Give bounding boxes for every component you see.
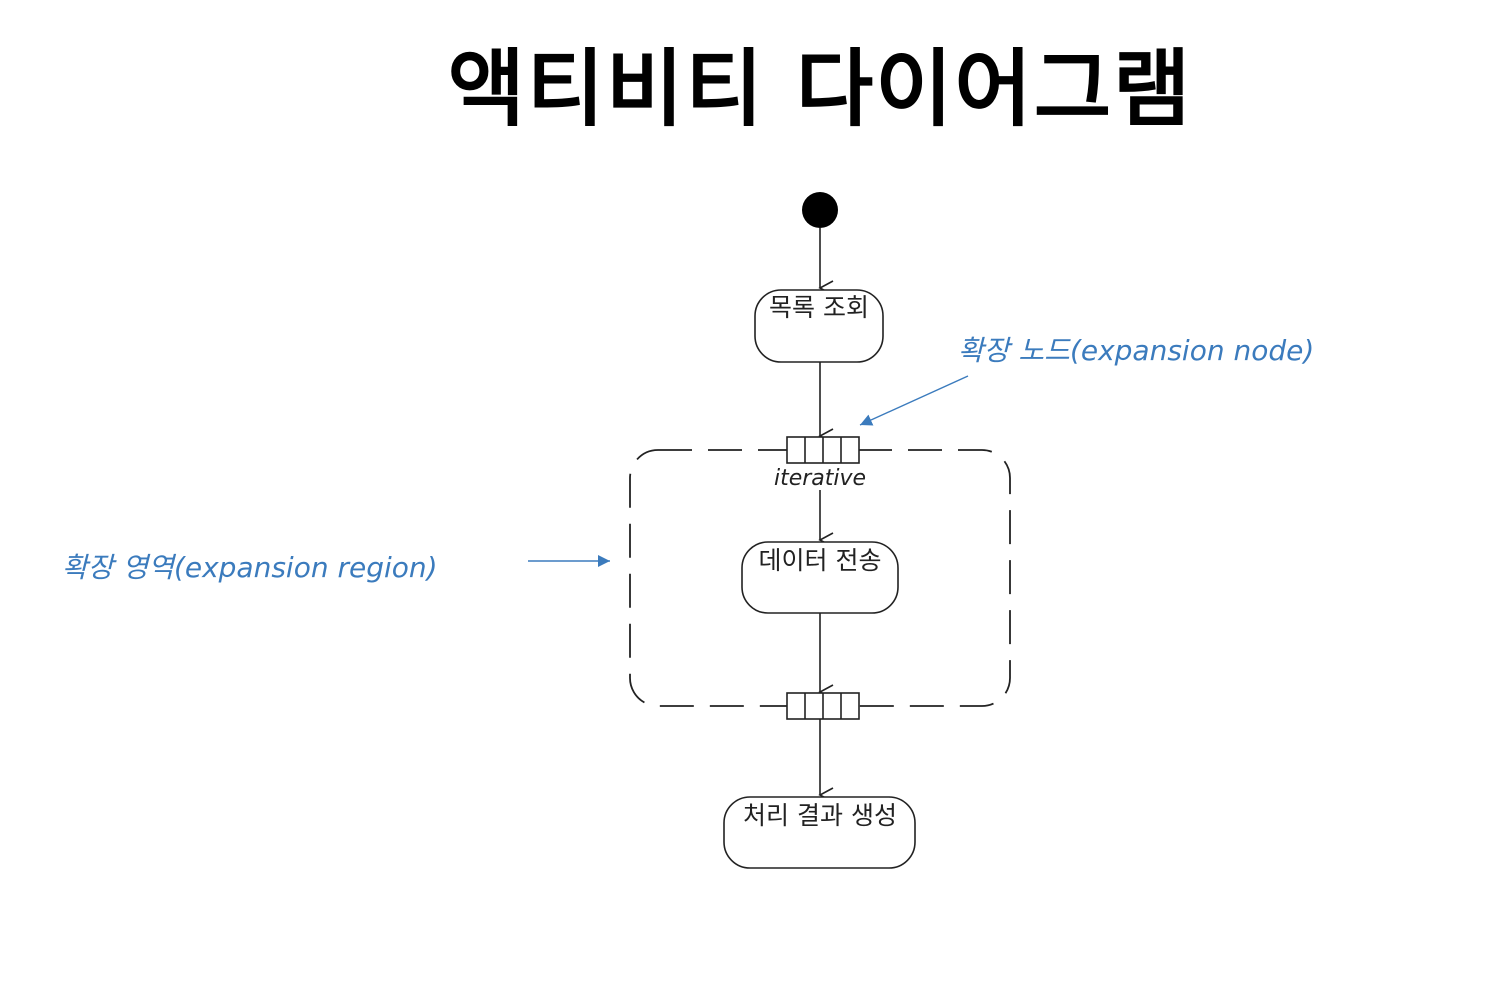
iterative-label: iterative (774, 466, 866, 491)
action-list-lookup-label: 목록 조회 (769, 293, 869, 322)
annotation-expansion-node: 확장 노드(expansion node) (958, 334, 1314, 367)
action-data-transfer-label: 데이터 전송 (759, 546, 882, 575)
action-result-creation (723, 796, 916, 869)
expansion-node-output (786, 692, 860, 720)
action-result-creation-label: 처리 결과 생성 (743, 801, 897, 830)
annotation-arrow (859, 375, 969, 426)
action-list-lookup (754, 289, 884, 363)
annotation-expansion-region: 확장 영역(expansion region) (62, 551, 438, 584)
expansion-node-input (786, 436, 860, 464)
initial-node (802, 192, 838, 228)
page-title: 액티비티 다이어그램 (447, 40, 1193, 138)
